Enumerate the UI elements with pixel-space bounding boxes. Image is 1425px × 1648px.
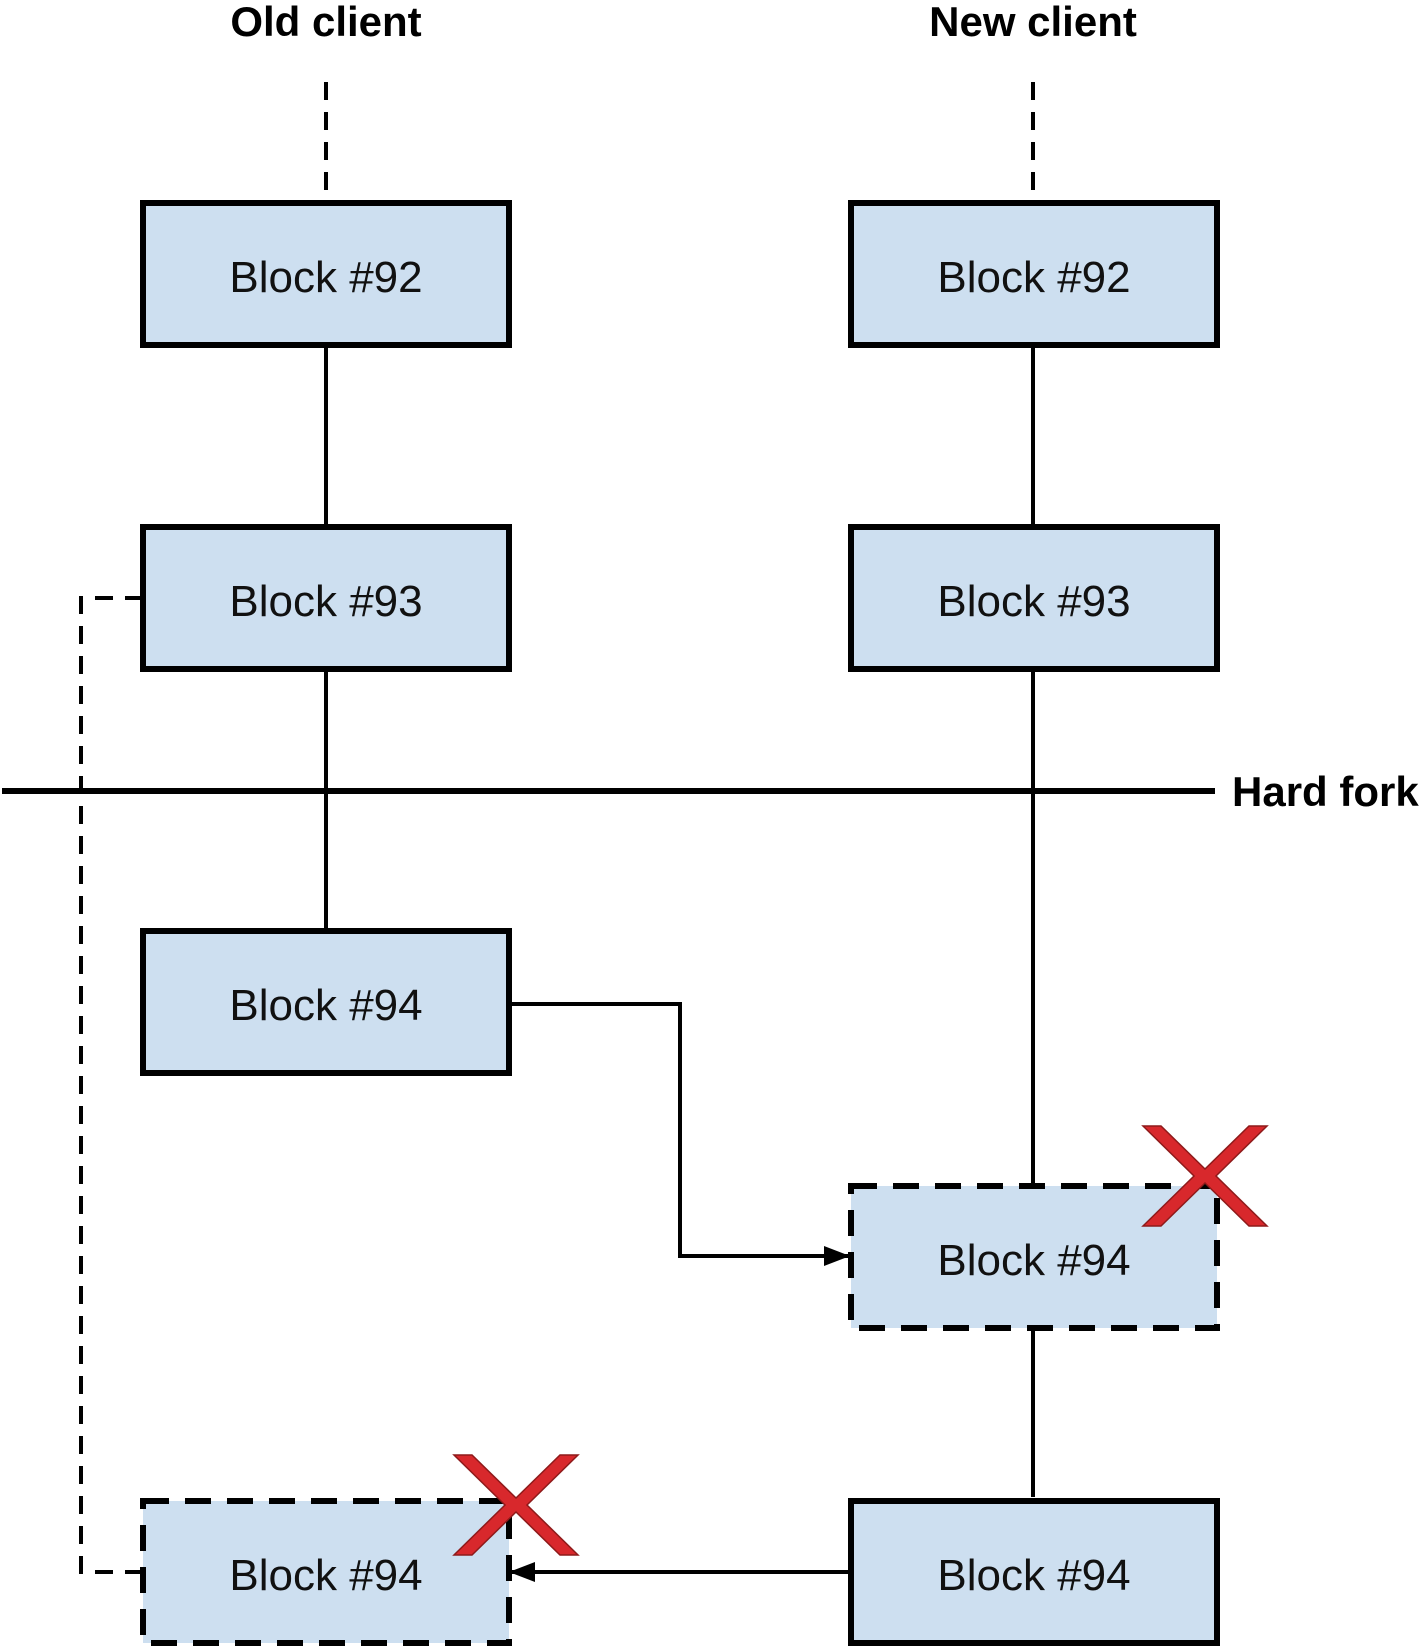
old-block-94: Block #94 [140,928,512,1076]
old-block-93: Block #93 [140,524,512,672]
new-block-92: Block #92 [848,200,1220,348]
new-block-94-label: Block #94 [937,1551,1130,1600]
old-client-title: Old client [230,0,421,45]
new-block-92-label: Block #92 [937,253,1130,302]
new-block-94: Block #94 [848,1498,1220,1646]
old-block-92: Block #92 [140,200,512,348]
old-block-94-label: Block #94 [229,981,422,1030]
red-x-icon [1141,1125,1269,1227]
new-block-93: Block #93 [848,524,1220,672]
new-client-title: New client [929,0,1137,45]
old-93-to-rejected-94-link [79,596,143,1574]
old-block-93-label: Block #93 [229,577,422,626]
old-block-94-rejected: Block #94 [140,1498,512,1646]
red-x-icon [452,1454,580,1556]
new-block-94-rejected: Block #94 [848,1183,1220,1331]
new-block-93-label: Block #93 [937,577,1130,626]
old-94-to-new-rejected-arrow [509,1002,850,1266]
old-block-92-label: Block #92 [229,253,422,302]
old-block-94-rejected-label: Block #94 [229,1551,422,1600]
hard-fork-label: Hard fork [1232,768,1419,815]
new-block-94-rejected-label: Block #94 [937,1236,1130,1285]
